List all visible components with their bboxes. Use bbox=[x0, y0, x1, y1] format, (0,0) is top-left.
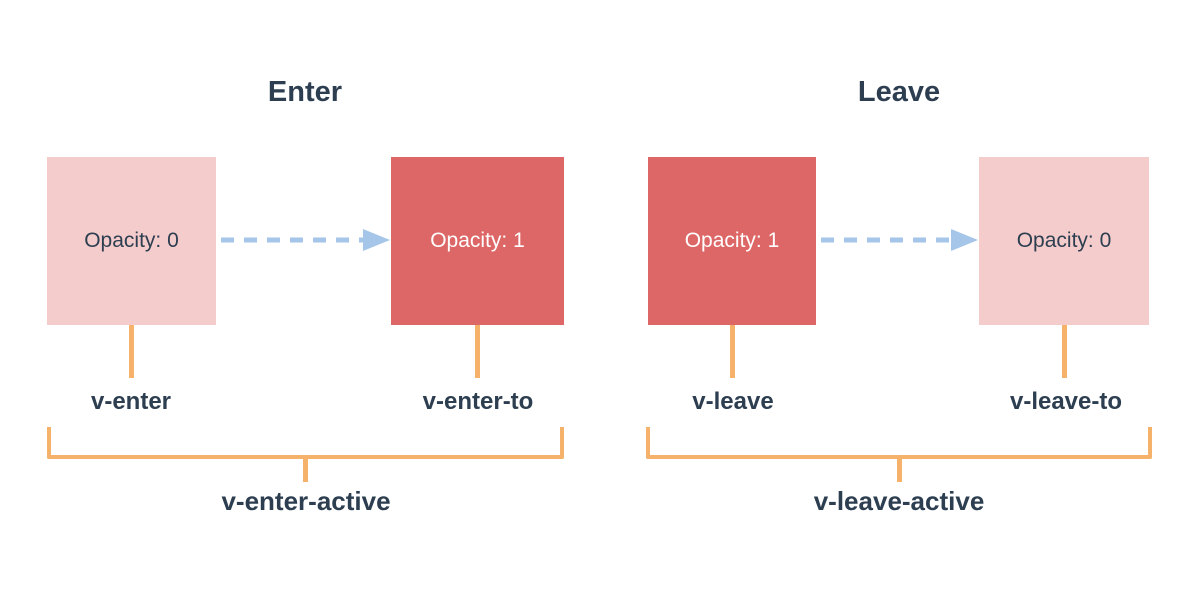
enter-section-title: Enter bbox=[267, 76, 343, 108]
enter-transition-arrow-icon bbox=[221, 229, 390, 251]
leave-end-connector-line bbox=[1062, 325, 1067, 378]
enter-active-bracket-stem bbox=[303, 455, 308, 482]
enter-start-state-value: Opacity: 0 bbox=[84, 229, 179, 252]
enter-end-connector-line bbox=[475, 325, 480, 378]
leave-start-connector-line bbox=[730, 325, 735, 378]
enter-end-state-box: Opacity: 1 bbox=[391, 157, 564, 325]
leave-end-state-box: Opacity: 0 bbox=[979, 157, 1149, 325]
enter-end-class-label: v-enter-to bbox=[422, 388, 534, 415]
leave-active-class-label: v-leave-active bbox=[813, 486, 985, 516]
enter-start-class-label: v-enter bbox=[90, 388, 172, 415]
enter-start-state-box: Opacity: 0 bbox=[47, 157, 216, 325]
leave-active-bracket-stem bbox=[897, 455, 902, 482]
enter-start-connector-line bbox=[129, 325, 134, 378]
enter-end-state-value: Opacity: 1 bbox=[430, 229, 525, 252]
leave-end-class-label: v-leave-to bbox=[1009, 388, 1123, 415]
leave-transition-arrow-icon bbox=[821, 229, 978, 251]
leave-section-title: Leave bbox=[857, 76, 941, 108]
leave-end-state-value: Opacity: 0 bbox=[1016, 229, 1112, 252]
enter-active-class-label: v-enter-active bbox=[221, 486, 391, 516]
leave-start-state-value: Opacity: 1 bbox=[684, 229, 780, 252]
leave-start-state-box: Opacity: 1 bbox=[648, 157, 816, 325]
leave-start-class-label: v-leave bbox=[692, 388, 774, 415]
